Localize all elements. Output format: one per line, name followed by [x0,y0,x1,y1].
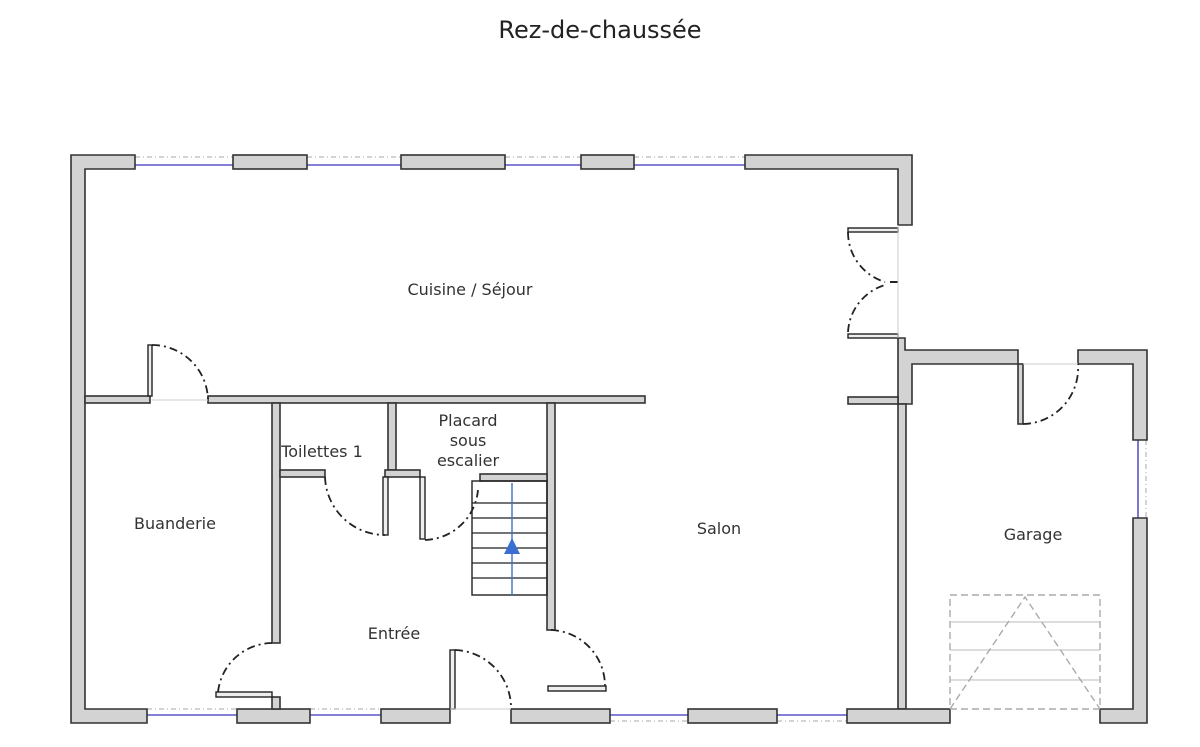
room-label-salon: Salon [697,519,741,538]
room-label-toilettes: Toilettes 1 [280,442,363,461]
room-label-cuisine-sejour: Cuisine / Séjour [407,280,532,299]
walls [70,154,1148,724]
garage-door [949,594,1101,710]
room-label-buanderie: Buanderie [134,514,216,533]
windows [135,156,1147,722]
room-label-placard-1: Placard [439,411,498,430]
staircase [471,480,548,596]
room-label-placard-3: escalier [437,451,500,470]
stair-direction-arrow-icon [504,538,520,554]
room-label-entree: Entrée [368,624,420,643]
room-label-placard-2: sous [450,431,487,450]
doors [147,225,1080,710]
room-label-garage: Garage [1004,525,1063,544]
plan-title: Rez-de-chaussée [498,16,702,44]
